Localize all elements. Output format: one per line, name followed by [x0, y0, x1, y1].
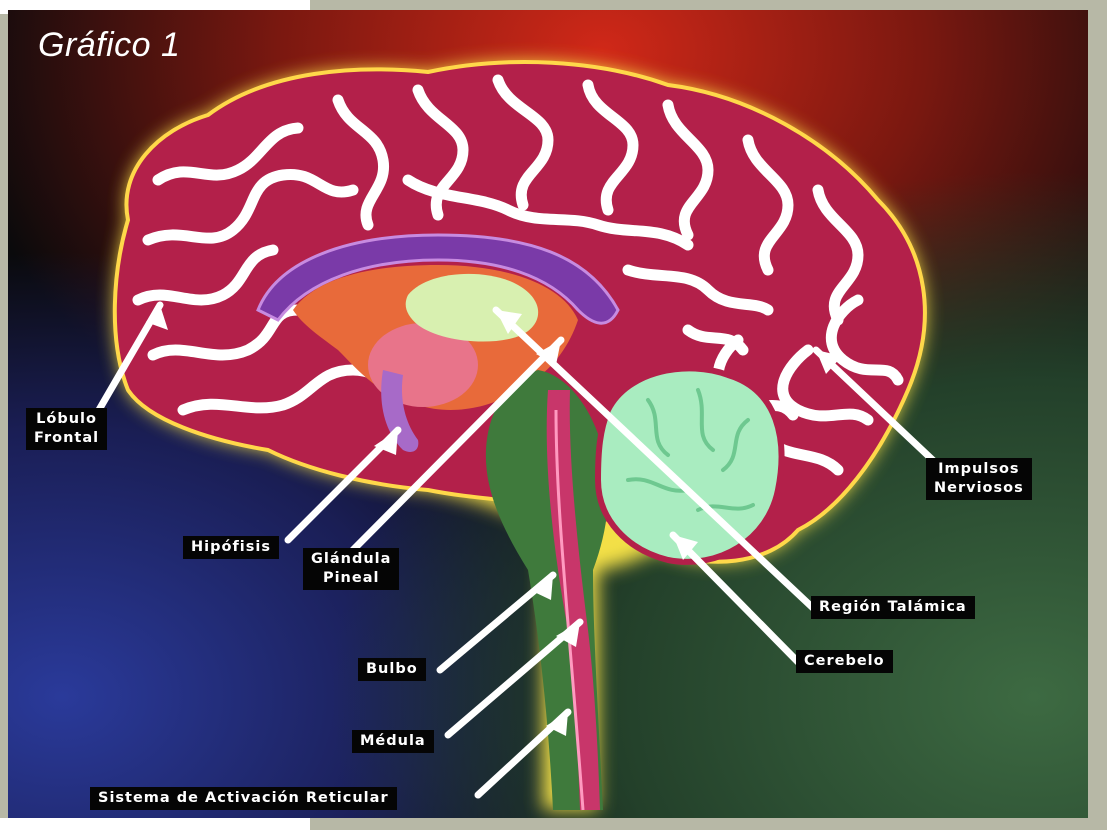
- label-bulbo: Bulbo: [358, 658, 426, 681]
- label-glandula-pineal-line1: Glándula: [311, 550, 391, 569]
- cerebellum: [598, 368, 781, 562]
- label-region-talamica: Región Talámica: [811, 596, 975, 619]
- frame-bottom-edge: [0, 818, 310, 830]
- label-sistema-activacion-reticular: Sistema de Activación Reticular: [90, 787, 397, 810]
- label-impulsos-nerviosos-line1: Impulsos: [934, 460, 1024, 479]
- label-medula: Médula: [352, 730, 434, 753]
- label-lobulo-frontal: Lóbulo Frontal: [26, 408, 107, 450]
- label-cerebelo: Cerebelo: [796, 650, 893, 673]
- label-glandula-pineal-line2: Pineal: [311, 569, 391, 588]
- label-lobulo-frontal-line2: Frontal: [34, 429, 99, 448]
- figure-title: Gráfico 1: [38, 26, 180, 65]
- label-lobulo-frontal-line1: Lóbulo: [34, 410, 99, 429]
- brain-diagram-panel: Gráfico 1 Lóbulo Frontal Hipófisis Glánd…: [8, 10, 1088, 818]
- label-glandula-pineal: Glándula Pineal: [303, 548, 399, 590]
- label-hipofisis: Hipófisis: [183, 536, 279, 559]
- label-impulsos-nerviosos-line2: Nerviosos: [934, 479, 1024, 498]
- brain-illustration: [8, 10, 1088, 818]
- label-impulsos-nerviosos: Impulsos Nerviosos: [926, 458, 1032, 500]
